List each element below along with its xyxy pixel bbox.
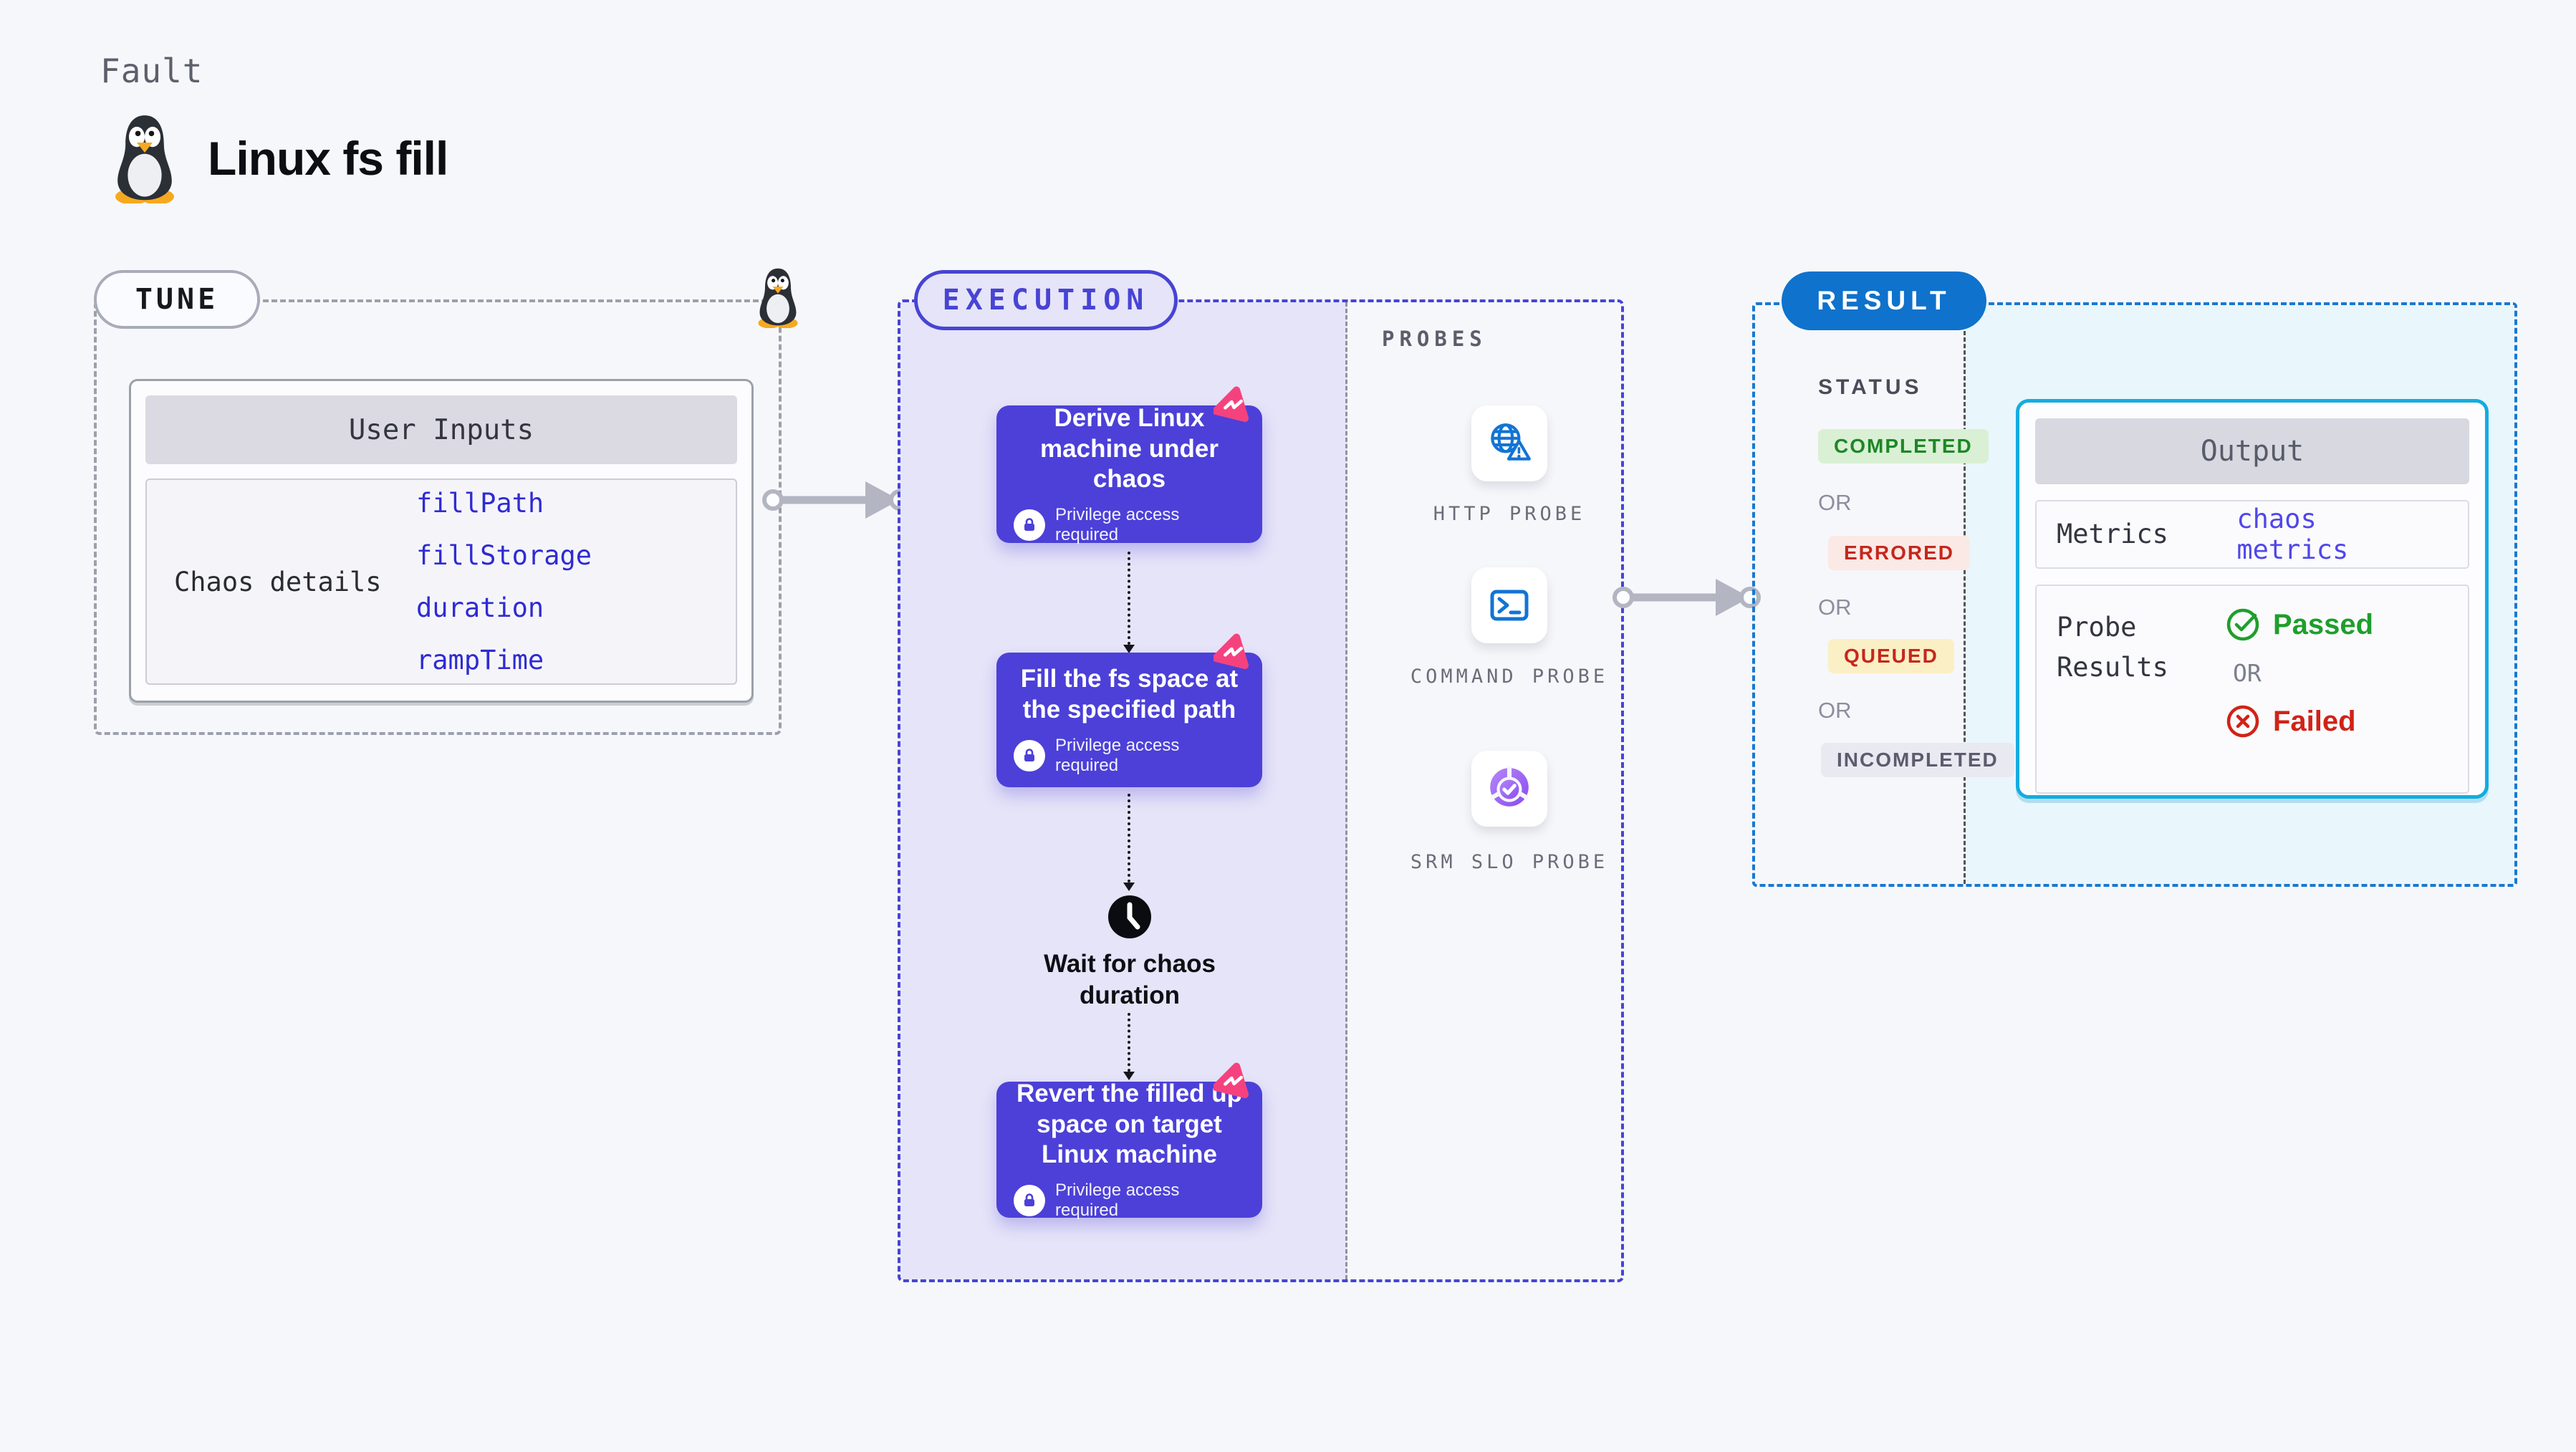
lock-icon bbox=[1014, 739, 1045, 771]
execution-steps-panel: Derive Linux machine under chaos Privile… bbox=[900, 302, 1347, 1279]
chaos-fault-flag-icon bbox=[1213, 1062, 1252, 1100]
globe-alert-icon bbox=[1491, 423, 1531, 461]
output-card: Output Metrics chaos metrics Probe Resul… bbox=[2016, 399, 2489, 799]
result-divider bbox=[1964, 305, 1966, 884]
tune-section-box bbox=[94, 299, 782, 735]
page-title: Linux fs fill bbox=[208, 132, 448, 185]
execution-step-3: Revert the filled up space on target Lin… bbox=[996, 1079, 1262, 1221]
probe-results-values: Passed OR Failed bbox=[2226, 607, 2373, 739]
metrics-row: Metrics chaos metrics bbox=[2035, 500, 2469, 569]
step-title: Fill the fs space at the specified path bbox=[1020, 665, 1239, 723]
http-probe-label: HTTP PROBE bbox=[1433, 503, 1586, 525]
probe-results-row: Probe Results Passed OR Failed bbox=[2035, 585, 2469, 794]
failed-label: Failed bbox=[2273, 705, 2356, 737]
command-probe-card[interactable] bbox=[1471, 567, 1547, 643]
privilege-note: Privilege access required bbox=[1014, 736, 1245, 776]
probe-results-label: Probe Results bbox=[2057, 612, 2168, 683]
terminal-icon bbox=[1490, 590, 1529, 621]
status-badge-completed: COMPLETED bbox=[1818, 429, 1989, 463]
probes-panel: PROBES HTTP PROBE bbox=[1347, 302, 1621, 1279]
srm-slo-probe-label: SRM SLO PROBE bbox=[1410, 851, 1609, 873]
srm-slo-probe-card[interactable] bbox=[1471, 751, 1547, 827]
lock-icon bbox=[1014, 509, 1045, 542]
chaos-details-row: Chaos details fillPath fillStorage durat… bbox=[145, 479, 737, 685]
execution-step-2: Fill the fs space at the specified path … bbox=[996, 653, 1262, 787]
status-or: OR bbox=[1818, 595, 1852, 620]
page-title-row: Linux fs fill bbox=[107, 113, 448, 203]
output-title: Output bbox=[2035, 418, 2469, 484]
step-title: Derive Linux machine under chaos bbox=[1040, 403, 1219, 494]
passed-label: Passed bbox=[2273, 608, 2374, 640]
probes-label: PROBES bbox=[1382, 327, 1487, 351]
chaos-metrics-link[interactable]: chaos metrics bbox=[2236, 504, 2349, 565]
chaos-details-label: Chaos details bbox=[174, 566, 382, 597]
tune-badge: TUNE bbox=[94, 270, 260, 329]
link-ramptime[interactable]: rampTime bbox=[416, 645, 544, 675]
tux-penguin-icon bbox=[115, 115, 174, 203]
connector-step1-step2 bbox=[1123, 552, 1135, 653]
chaos-fault-flag-icon bbox=[1213, 385, 1252, 424]
execution-section-box: Derive Linux machine under chaos Privile… bbox=[898, 299, 1624, 1282]
connector-step2-wait bbox=[1123, 794, 1135, 891]
chaos-fault-flag-icon bbox=[1213, 633, 1252, 671]
fault-eyebrow-label: Fault bbox=[100, 52, 203, 90]
status-badge-queued: QUEUED bbox=[1828, 639, 1954, 673]
execution-step-1: Derive Linux machine under chaos Privile… bbox=[996, 403, 1262, 545]
passed-line: Passed bbox=[2226, 607, 2373, 642]
execution-badge: EXECUTION bbox=[914, 270, 1178, 330]
check-circle-icon bbox=[2226, 608, 2259, 641]
result-badge: RESULT bbox=[1782, 271, 1986, 330]
link-duration[interactable]: duration bbox=[416, 592, 544, 623]
status-or: OR bbox=[1818, 698, 1852, 723]
command-probe-label: COMMAND PROBE bbox=[1410, 665, 1609, 688]
metrics-label: Metrics bbox=[2057, 519, 2168, 550]
status-label: STATUS bbox=[1818, 375, 1923, 399]
slo-donut-icon bbox=[1489, 766, 1529, 807]
clock-icon bbox=[1108, 895, 1151, 938]
probe-results-or: OR bbox=[2233, 659, 2262, 687]
lock-icon bbox=[1014, 1185, 1045, 1217]
link-fillstorage[interactable]: fillStorage bbox=[416, 540, 592, 571]
tux-penguin-icon bbox=[758, 268, 798, 328]
user-inputs-card: User Inputs Chaos details fillPath fillS… bbox=[129, 379, 754, 703]
link-fillpath[interactable]: fillPath bbox=[416, 488, 544, 519]
step-title: Revert the filled up space on target Lin… bbox=[1016, 1079, 1243, 1169]
arrow-execution-to-result-icon bbox=[1613, 573, 1761, 622]
privilege-note: Privilege access required bbox=[1014, 1181, 1245, 1221]
wait-duration-label: Wait for chaos duration bbox=[1044, 950, 1216, 1009]
status-or: OR bbox=[1818, 490, 1852, 515]
chaos-details-links: fillPath fillStorage duration rampTime bbox=[416, 488, 592, 675]
user-inputs-title: User Inputs bbox=[145, 395, 737, 464]
privilege-note: Privilege access required bbox=[1014, 505, 1245, 545]
status-badge-incompleted: INCOMPLETED bbox=[1821, 743, 2014, 777]
failed-line: Failed bbox=[2226, 704, 2373, 739]
connector-wait-step3 bbox=[1123, 1013, 1135, 1080]
x-circle-icon bbox=[2226, 705, 2259, 738]
http-probe-card[interactable] bbox=[1471, 405, 1547, 481]
arrow-tune-to-execution-icon bbox=[762, 476, 910, 524]
status-badge-errored: ERRORED bbox=[1828, 536, 1971, 570]
